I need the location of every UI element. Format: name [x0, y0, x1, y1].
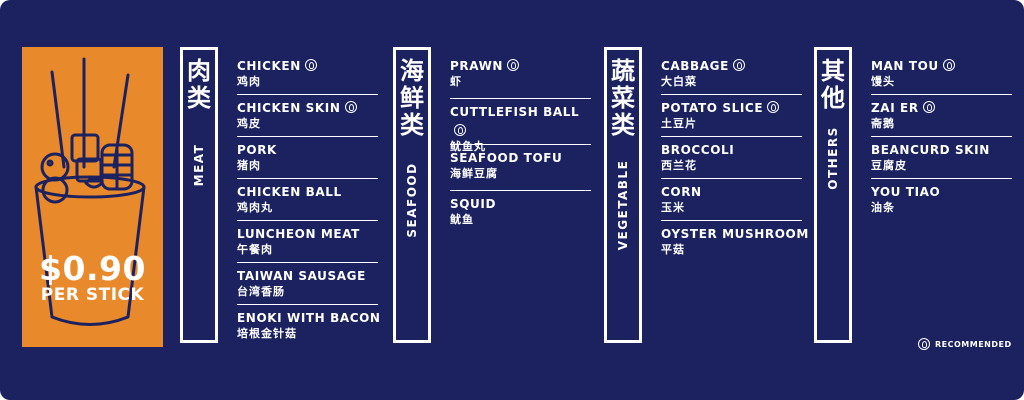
category-vegetable: 蔬 菜 类 VEGETABLE CABBAGE 大白菜 POTATO SLICE… — [604, 47, 809, 347]
recommended-icon — [344, 101, 357, 113]
category-label: 其 他 OTHERS — [814, 47, 852, 343]
list-item: PORK 猪肉 — [237, 137, 378, 179]
list-item: CUTTLEFISH BALL 鱿鱼丸 — [450, 99, 591, 153]
recommended-icon — [918, 338, 930, 350]
category-cn-title: 蔬 菜 类 — [611, 57, 635, 139]
list-item: CORN 玉米 — [661, 179, 802, 221]
category-others: 其 他 OTHERS MAN TOU 馒头 ZAI ER 斋鹅 BEANCURD… — [814, 47, 1014, 347]
item-list: MAN TOU 馒头 ZAI ER 斋鹅 BEANCURD SKIN 豆腐皮 Y… — [871, 53, 1012, 221]
list-item: SEAFOOD TOFU 海鲜豆腐 — [450, 145, 591, 191]
list-item: SQUID 鱿鱼 — [450, 197, 497, 226]
price-unit: PER STICK — [40, 285, 145, 305]
item-list: CABBAGE 大白菜 POTATO SLICE 土豆片 BROCCOLI 西兰… — [661, 53, 809, 263]
category-label: 海 鲜 类 SEAFOOD — [393, 47, 431, 343]
list-item: POTATO SLICE 土豆片 — [661, 95, 802, 137]
recommended-icon — [507, 59, 520, 71]
category-cn-title: 海 鲜 类 — [400, 57, 424, 139]
list-item: LUNCHEON MEAT 午餐肉 — [237, 221, 378, 263]
category-seafood: 海 鲜 类 SEAFOOD PRAWN 虾 CUTTLEFISH BALL 鱿鱼… — [393, 47, 593, 347]
recommended-icon — [454, 124, 466, 136]
list-item: ENOKI WITH BACON 培根金针菇 — [237, 311, 381, 340]
list-item: ZAI ER 斋鹅 — [871, 95, 1012, 137]
list-item: MAN TOU 馒头 — [871, 53, 1012, 95]
list-item: OYSTER MUSHROOM 平菇 — [661, 227, 809, 256]
recommended-icon — [942, 59, 955, 71]
item-list: CHICKEN 鸡肉 CHICKEN SKIN 鸡皮 PORK 猪肉 CHICK… — [237, 53, 381, 347]
recommended-icon — [304, 59, 317, 71]
category-cn-title: 肉 类 — [187, 57, 211, 112]
list-item: PRAWN 虾 — [450, 53, 591, 99]
price-panel: $0.90 PER STICK — [22, 47, 163, 347]
list-item: TAIWAN SAUSAGE 台湾香肠 — [237, 263, 378, 305]
list-item: CHICKEN BALL 鸡肉丸 — [237, 179, 378, 221]
recommended-icon — [767, 101, 780, 113]
category-cn-title: 其 他 — [821, 57, 845, 112]
list-item: BROCCOLI 西兰花 — [661, 137, 802, 179]
list-item: CHICKEN SKIN 鸡皮 — [237, 95, 378, 137]
list-item: CHICKEN 鸡肉 — [237, 53, 378, 95]
category-meat: 肉 类 MEAT CHICKEN 鸡肉 CHICKEN SKIN 鸡皮 PORK… — [180, 47, 380, 347]
price-value: $0.90 — [39, 249, 146, 288]
recommended-icon — [732, 59, 745, 71]
list-item: CABBAGE 大白菜 — [661, 53, 802, 95]
list-item: YOU TIAO 油条 — [871, 185, 941, 214]
list-item: BEANCURD SKIN 豆腐皮 — [871, 137, 1012, 179]
category-label: 蔬 菜 类 VEGETABLE — [604, 47, 642, 343]
item-list: PRAWN 虾 CUTTLEFISH BALL 鱿鱼丸 SEAFOOD TOFU… — [450, 53, 591, 237]
legend-label: RECOMMENDED — [935, 339, 1012, 349]
cup-illustration-icon — [34, 57, 146, 326]
recommended-legend: RECOMMENDED — [918, 338, 1012, 350]
recommended-icon — [922, 101, 935, 113]
category-label: 肉 类 MEAT — [180, 47, 218, 343]
